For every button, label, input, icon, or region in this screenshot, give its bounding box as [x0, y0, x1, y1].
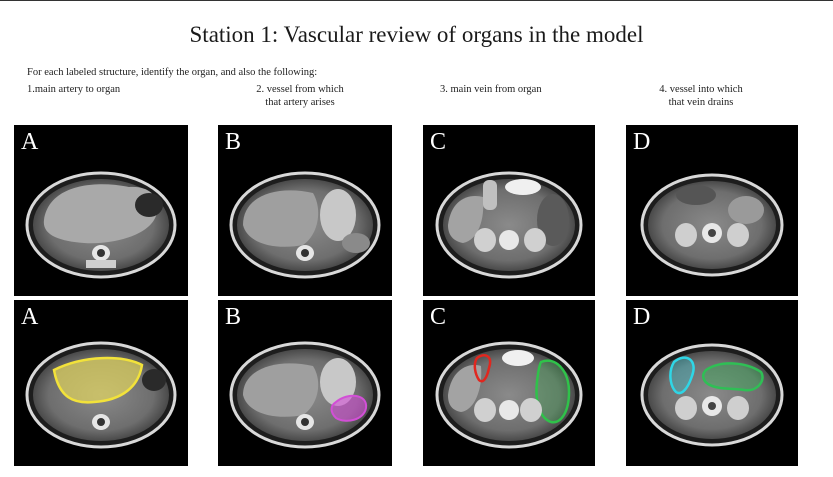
green-vessel-outline [702, 362, 764, 392]
question-3: 3. main vein from organ [440, 84, 542, 95]
question-2: 2. vessel from which that artery arises [256, 84, 344, 108]
panel-label: A [21, 304, 39, 330]
ct-scan-image [435, 171, 583, 279]
top-rule [0, 0, 833, 1]
red-vessel-outline [473, 354, 492, 383]
ct-scan-image [229, 171, 381, 279]
panel-label: D [633, 304, 651, 330]
panel-label: A [21, 129, 39, 155]
panel-label: C [430, 129, 447, 155]
panel-label: D [633, 129, 651, 155]
ct-scan-image [435, 341, 583, 449]
instruction-text: For each labeled structure, identify the… [27, 67, 318, 78]
panel-label: B [225, 304, 242, 330]
ct-scan-image [25, 341, 177, 449]
panel-label: B [225, 129, 242, 155]
cyan-vessel-outline [669, 356, 695, 395]
ct-panel-top-a: A [14, 125, 188, 296]
question-4: 4. vessel into which that vein drains [659, 84, 743, 108]
page-title: Station 1: Vascular review of organs in … [189, 22, 644, 47]
liver-outline [52, 356, 144, 404]
ct-panel-top-b: B [218, 125, 392, 296]
question-1: 1.main artery to organ [27, 84, 121, 95]
ct-scan-image [25, 171, 177, 279]
ct-panel-bottom-d: D [626, 300, 798, 466]
ct-scan-image [229, 341, 381, 449]
ct-panel-bottom-b: B [218, 300, 392, 466]
ct-panel-top-c: C [423, 125, 595, 296]
ct-scan-image [640, 173, 784, 277]
ct-panel-bottom-a: A [14, 300, 188, 466]
ct-panel-bottom-c: C [423, 300, 595, 466]
green-bowel-outline [535, 359, 571, 424]
spleen-outline [330, 394, 368, 422]
panel-label: C [430, 304, 447, 330]
ct-panel-top-d: D [626, 125, 798, 296]
ct-scan-image [640, 343, 784, 447]
